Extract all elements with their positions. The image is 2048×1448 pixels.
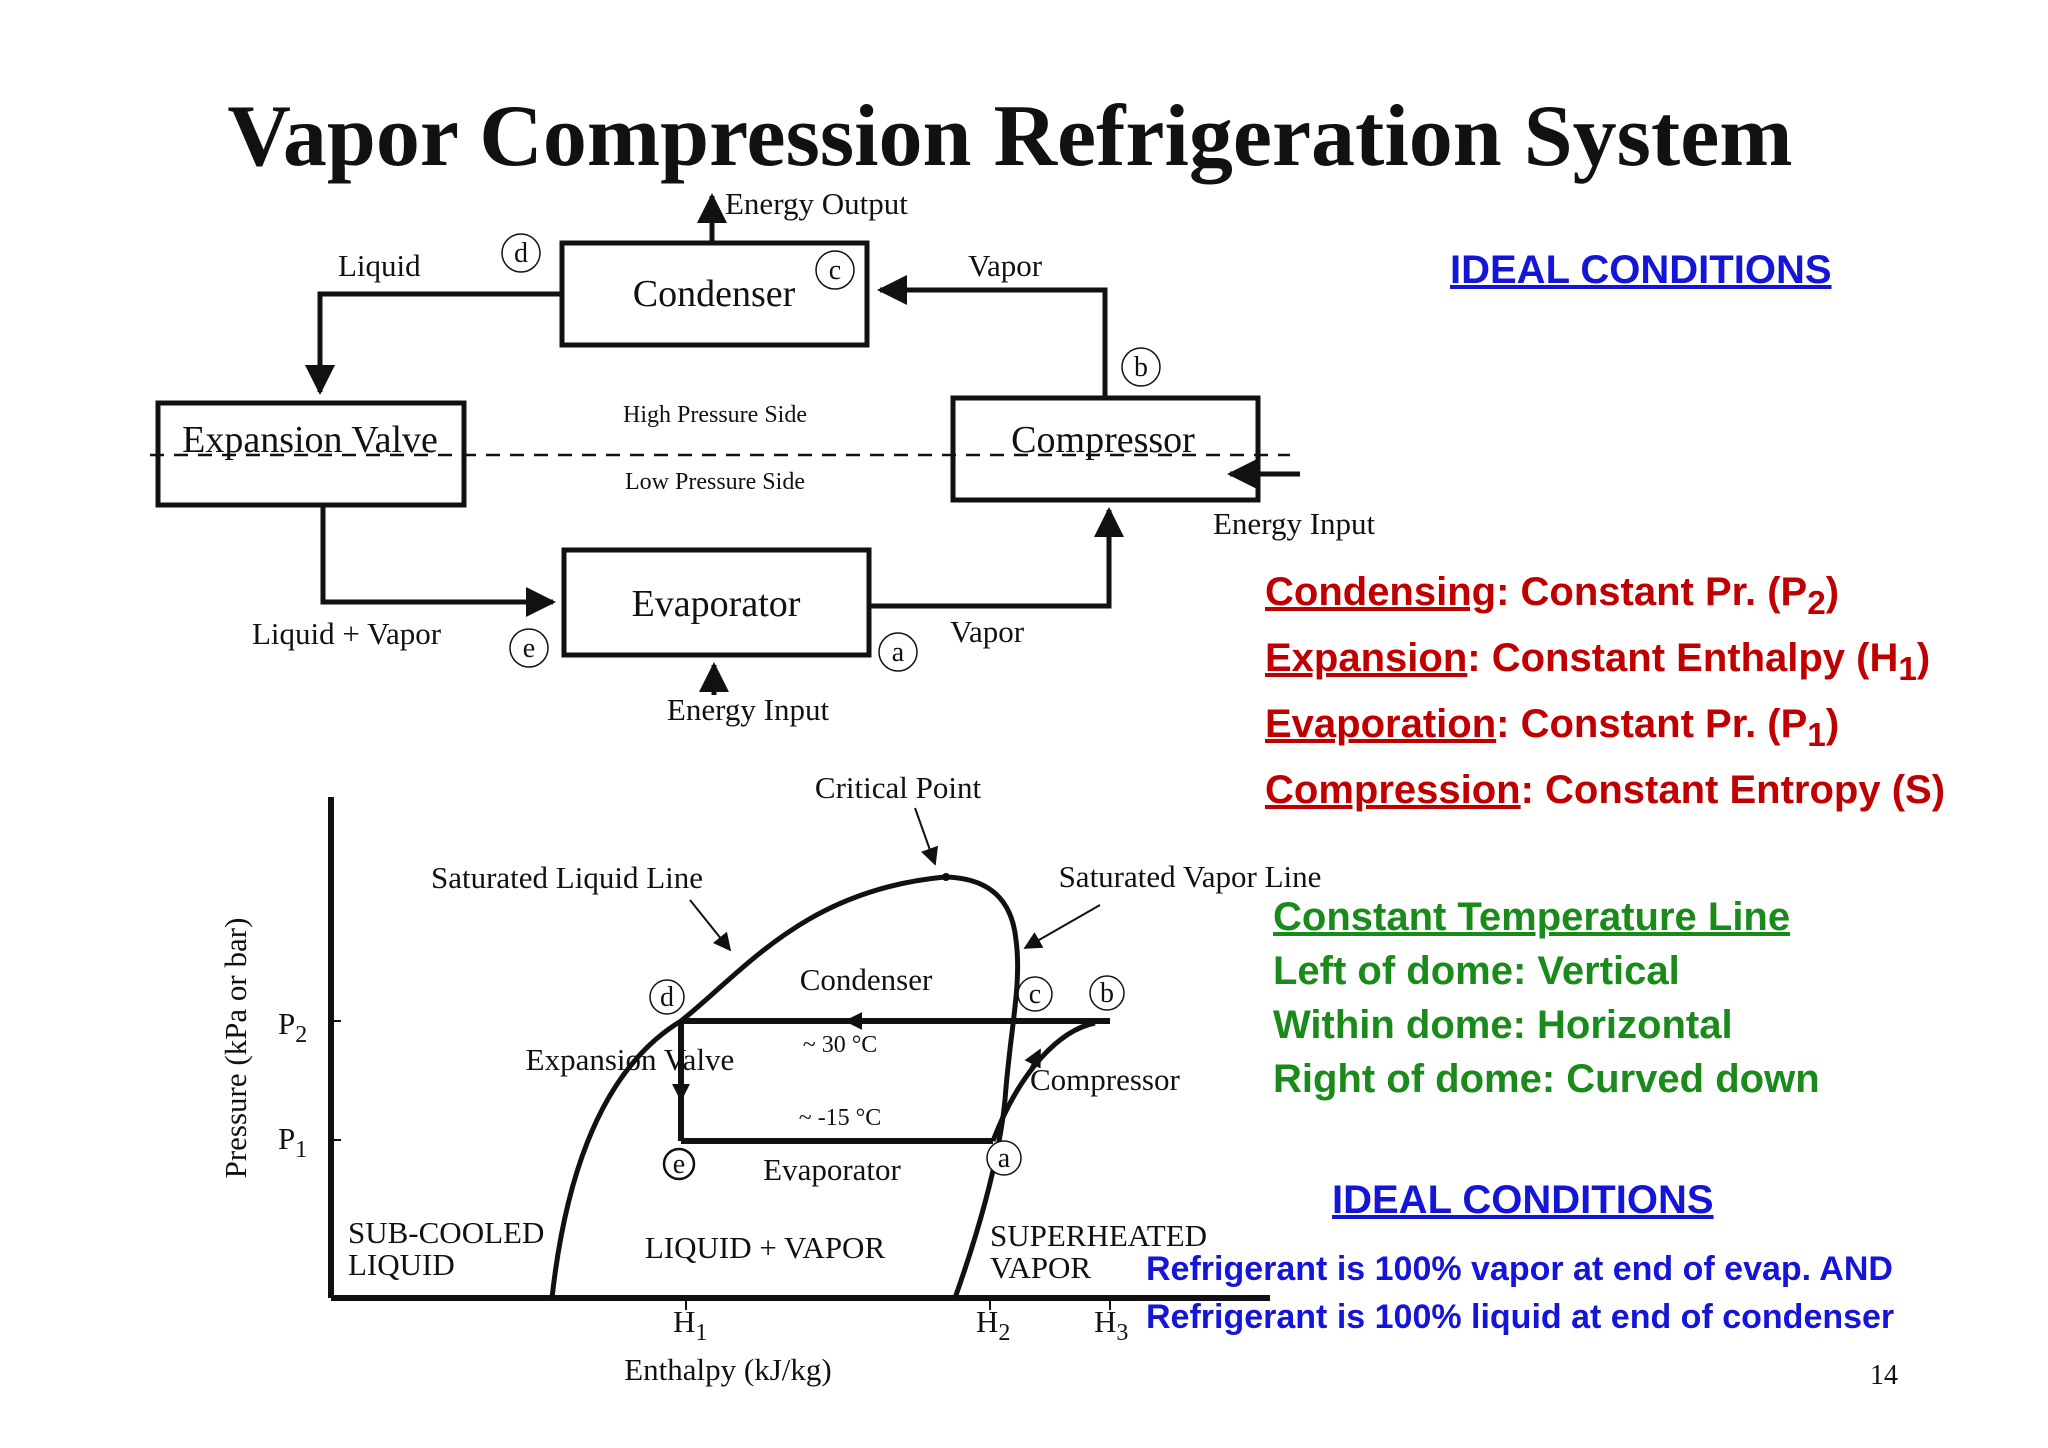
temp-line-left: Left of dome: Vertical	[1273, 949, 1680, 993]
svg-text:b: b	[1134, 352, 1148, 383]
cycle-point-b: b	[1121, 347, 1161, 387]
slide-title: Vapor Compression Refrigeration System	[227, 88, 1792, 185]
svg-text:c: c	[1029, 979, 1041, 1010]
temperature-line-notes: Constant Temperature Line Left of dome: …	[1273, 890, 1820, 1106]
vapor-line-bottom	[869, 507, 1124, 609]
diagram-point-c: c	[1017, 976, 1053, 1012]
svg-text:e: e	[673, 1149, 685, 1180]
compression-curve	[990, 1020, 1096, 1142]
subcooled-label-1: SUB-COOLED	[348, 1215, 544, 1250]
process-condensing: Condensing: Constant Pr. (P2)	[1265, 570, 1840, 622]
svg-text:d: d	[660, 982, 674, 1013]
energy-input-compressor-label: Energy Input	[1213, 506, 1376, 541]
high-pressure-label: High Pressure Side	[623, 402, 807, 428]
liquid-label: Liquid	[338, 248, 421, 283]
energy-input-evaporator-label: Energy Input	[667, 692, 830, 727]
evaporator-box	[561, 547, 872, 658]
critical-point-label: Critical Point	[815, 770, 982, 805]
diagram-point-a: a	[986, 1140, 1022, 1176]
evaporator-label: Evaporator	[632, 583, 801, 625]
diagram-evaporator-label: Evaporator	[763, 1152, 901, 1187]
critical-point-pointer	[914, 807, 939, 866]
process-evaporation: Evaporation: Constant Pr. (P1)	[1265, 702, 1840, 754]
sat-liquid-pointer	[689, 899, 732, 952]
ideal-note-liquid: Refrigerant is 100% liquid at end of con…	[1146, 1298, 1895, 1336]
liquid-line	[305, 291, 562, 395]
liquid-vapor-line	[320, 505, 556, 617]
ideal-condition-notes: Refrigerant is 100% vapor at end of evap…	[1146, 1245, 1894, 1341]
diagram-point-d: d	[649, 979, 685, 1015]
vapor-bottom-label: Vapor	[950, 614, 1025, 649]
compressor-label: Compressor	[1011, 419, 1195, 461]
svg-text:e: e	[523, 633, 535, 664]
h2-label: H2	[976, 1304, 1010, 1346]
superheated-label-1: SUPERHEATED	[990, 1218, 1207, 1253]
diagram-compressor-label: Compressor	[1030, 1062, 1181, 1097]
ideal-note-vapor: Refrigerant is 100% vapor at end of evap…	[1146, 1250, 1893, 1288]
cycle-point-d: d	[501, 233, 541, 273]
temp-high-label: ~ 30 °C	[803, 1032, 878, 1058]
diagram-point-e: e	[662, 1147, 696, 1181]
process-compression: Compression: Constant Entropy (S)	[1265, 768, 1946, 812]
vapor-top-label: Vapor	[968, 248, 1043, 283]
process-expansion: Expansion: Constant Enthalpy (H1)	[1265, 636, 1931, 688]
cycle-point-a: a	[878, 632, 918, 672]
superheated-label-2: VAPOR	[990, 1250, 1091, 1285]
x-axis-label: Enthalpy (kJ/kg)	[624, 1352, 832, 1387]
ph-diagram: Pressure (kPa or bar) Enthalpy (kJ/kg) P…	[218, 770, 1321, 1387]
liquid-vapor-region-label: LIQUID + VAPOR	[645, 1230, 886, 1265]
ideal-conditions-heading-2: IDEAL CONDITIONS	[1332, 1178, 1714, 1222]
expansion-valve-label: Expansion Valve	[182, 419, 438, 461]
critical-point-dot	[942, 873, 950, 881]
svg-text:b: b	[1100, 978, 1114, 1009]
temp-line-right: Right of dome: Curved down	[1273, 1057, 1820, 1101]
svg-text:a: a	[892, 637, 905, 668]
condenser-label: Condenser	[633, 273, 796, 315]
vapor-line-top	[877, 275, 1108, 398]
process-list: Condensing: Constant Pr. (P2) Expansion:…	[1265, 565, 1945, 817]
diagram-condenser-label: Condenser	[800, 962, 933, 997]
p2-label: P2	[278, 1006, 307, 1048]
sat-vapor-pointer	[1023, 904, 1101, 949]
temp-line-heading: Constant Temperature Line	[1273, 895, 1791, 939]
svg-text:d: d	[514, 238, 528, 269]
p1-label: P1	[278, 1121, 307, 1163]
temp-line-within: Within dome: Horizontal	[1273, 1003, 1733, 1047]
sat-vapor-label: Saturated Vapor Line	[1059, 859, 1322, 894]
page-number: 14	[1870, 1360, 1898, 1391]
sat-liquid-label: Saturated Liquid Line	[431, 860, 703, 895]
cycle-point-e: e	[509, 628, 549, 668]
cycle-point-c: c	[815, 250, 855, 290]
energy-output-label: Energy Output	[725, 186, 908, 221]
ideal-conditions-heading-1: IDEAL CONDITIONS	[1450, 248, 1832, 292]
diagram-expansion-label: Expansion Valve	[526, 1042, 735, 1077]
low-pressure-label: Low Pressure Side	[625, 469, 805, 495]
subcooled-label-2: LIQUID	[348, 1247, 455, 1282]
h1-label: H1	[673, 1304, 707, 1346]
y-axis-label: Pressure (kPa or bar)	[218, 918, 253, 1179]
svg-text:a: a	[998, 1143, 1011, 1174]
liquid-vapor-label: Liquid + Vapor	[252, 616, 442, 651]
h3-label: H3	[1094, 1304, 1128, 1346]
svg-text:c: c	[829, 255, 841, 286]
diagram-point-b: b	[1089, 975, 1125, 1011]
temp-low-label: ~ -15 °C	[799, 1105, 882, 1131]
